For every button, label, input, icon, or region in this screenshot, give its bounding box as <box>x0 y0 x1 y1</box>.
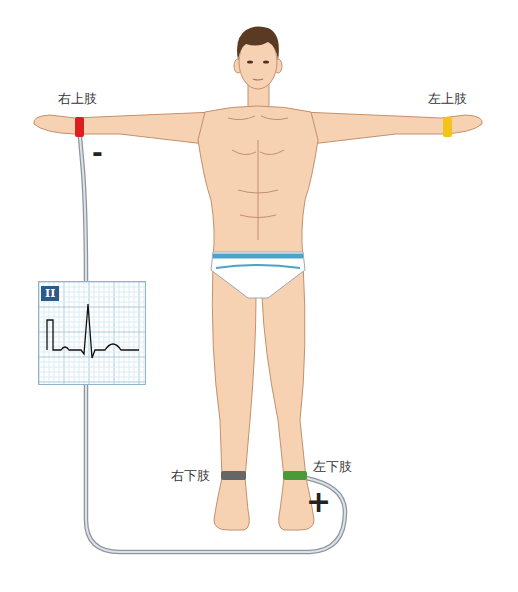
electrode-red <box>75 117 84 137</box>
grid-line <box>39 307 145 308</box>
lead-name: II <box>41 286 59 301</box>
polarity-sign: + <box>306 484 331 520</box>
electrode-black <box>221 471 246 480</box>
face <box>247 60 269 63</box>
grid-line <box>39 282 145 283</box>
limb-label: 右上肢 <box>58 91 97 107</box>
grid-line <box>39 347 145 348</box>
briefs-trim <box>216 265 300 268</box>
body-detail <box>228 116 288 240</box>
grid-line <box>39 332 145 333</box>
body <box>34 35 482 530</box>
grid-line <box>39 337 145 338</box>
limb-label: 右下肢 <box>171 468 210 484</box>
ecg-trace <box>47 304 139 358</box>
briefs <box>211 252 305 298</box>
grid-line <box>39 372 145 373</box>
grid-line <box>39 382 145 383</box>
briefs-band <box>213 254 303 259</box>
grid-line <box>39 322 145 323</box>
electrode-green <box>283 471 307 480</box>
grid-line <box>39 317 145 318</box>
grid-line <box>39 342 145 343</box>
grid-line <box>39 362 145 363</box>
grid-line <box>39 367 145 368</box>
grid-line <box>39 302 145 303</box>
grid-line <box>39 312 145 313</box>
electrode-yellow <box>443 117 452 137</box>
limb-label: 左上肢 <box>428 91 467 107</box>
mouth <box>253 79 263 80</box>
ecg-monitor-box: II <box>38 281 146 385</box>
grid-line <box>39 377 145 378</box>
limb-label: 左下肢 <box>313 459 352 475</box>
hair <box>237 26 279 60</box>
grid-line <box>39 327 145 328</box>
polarity-sign: - <box>92 138 103 169</box>
